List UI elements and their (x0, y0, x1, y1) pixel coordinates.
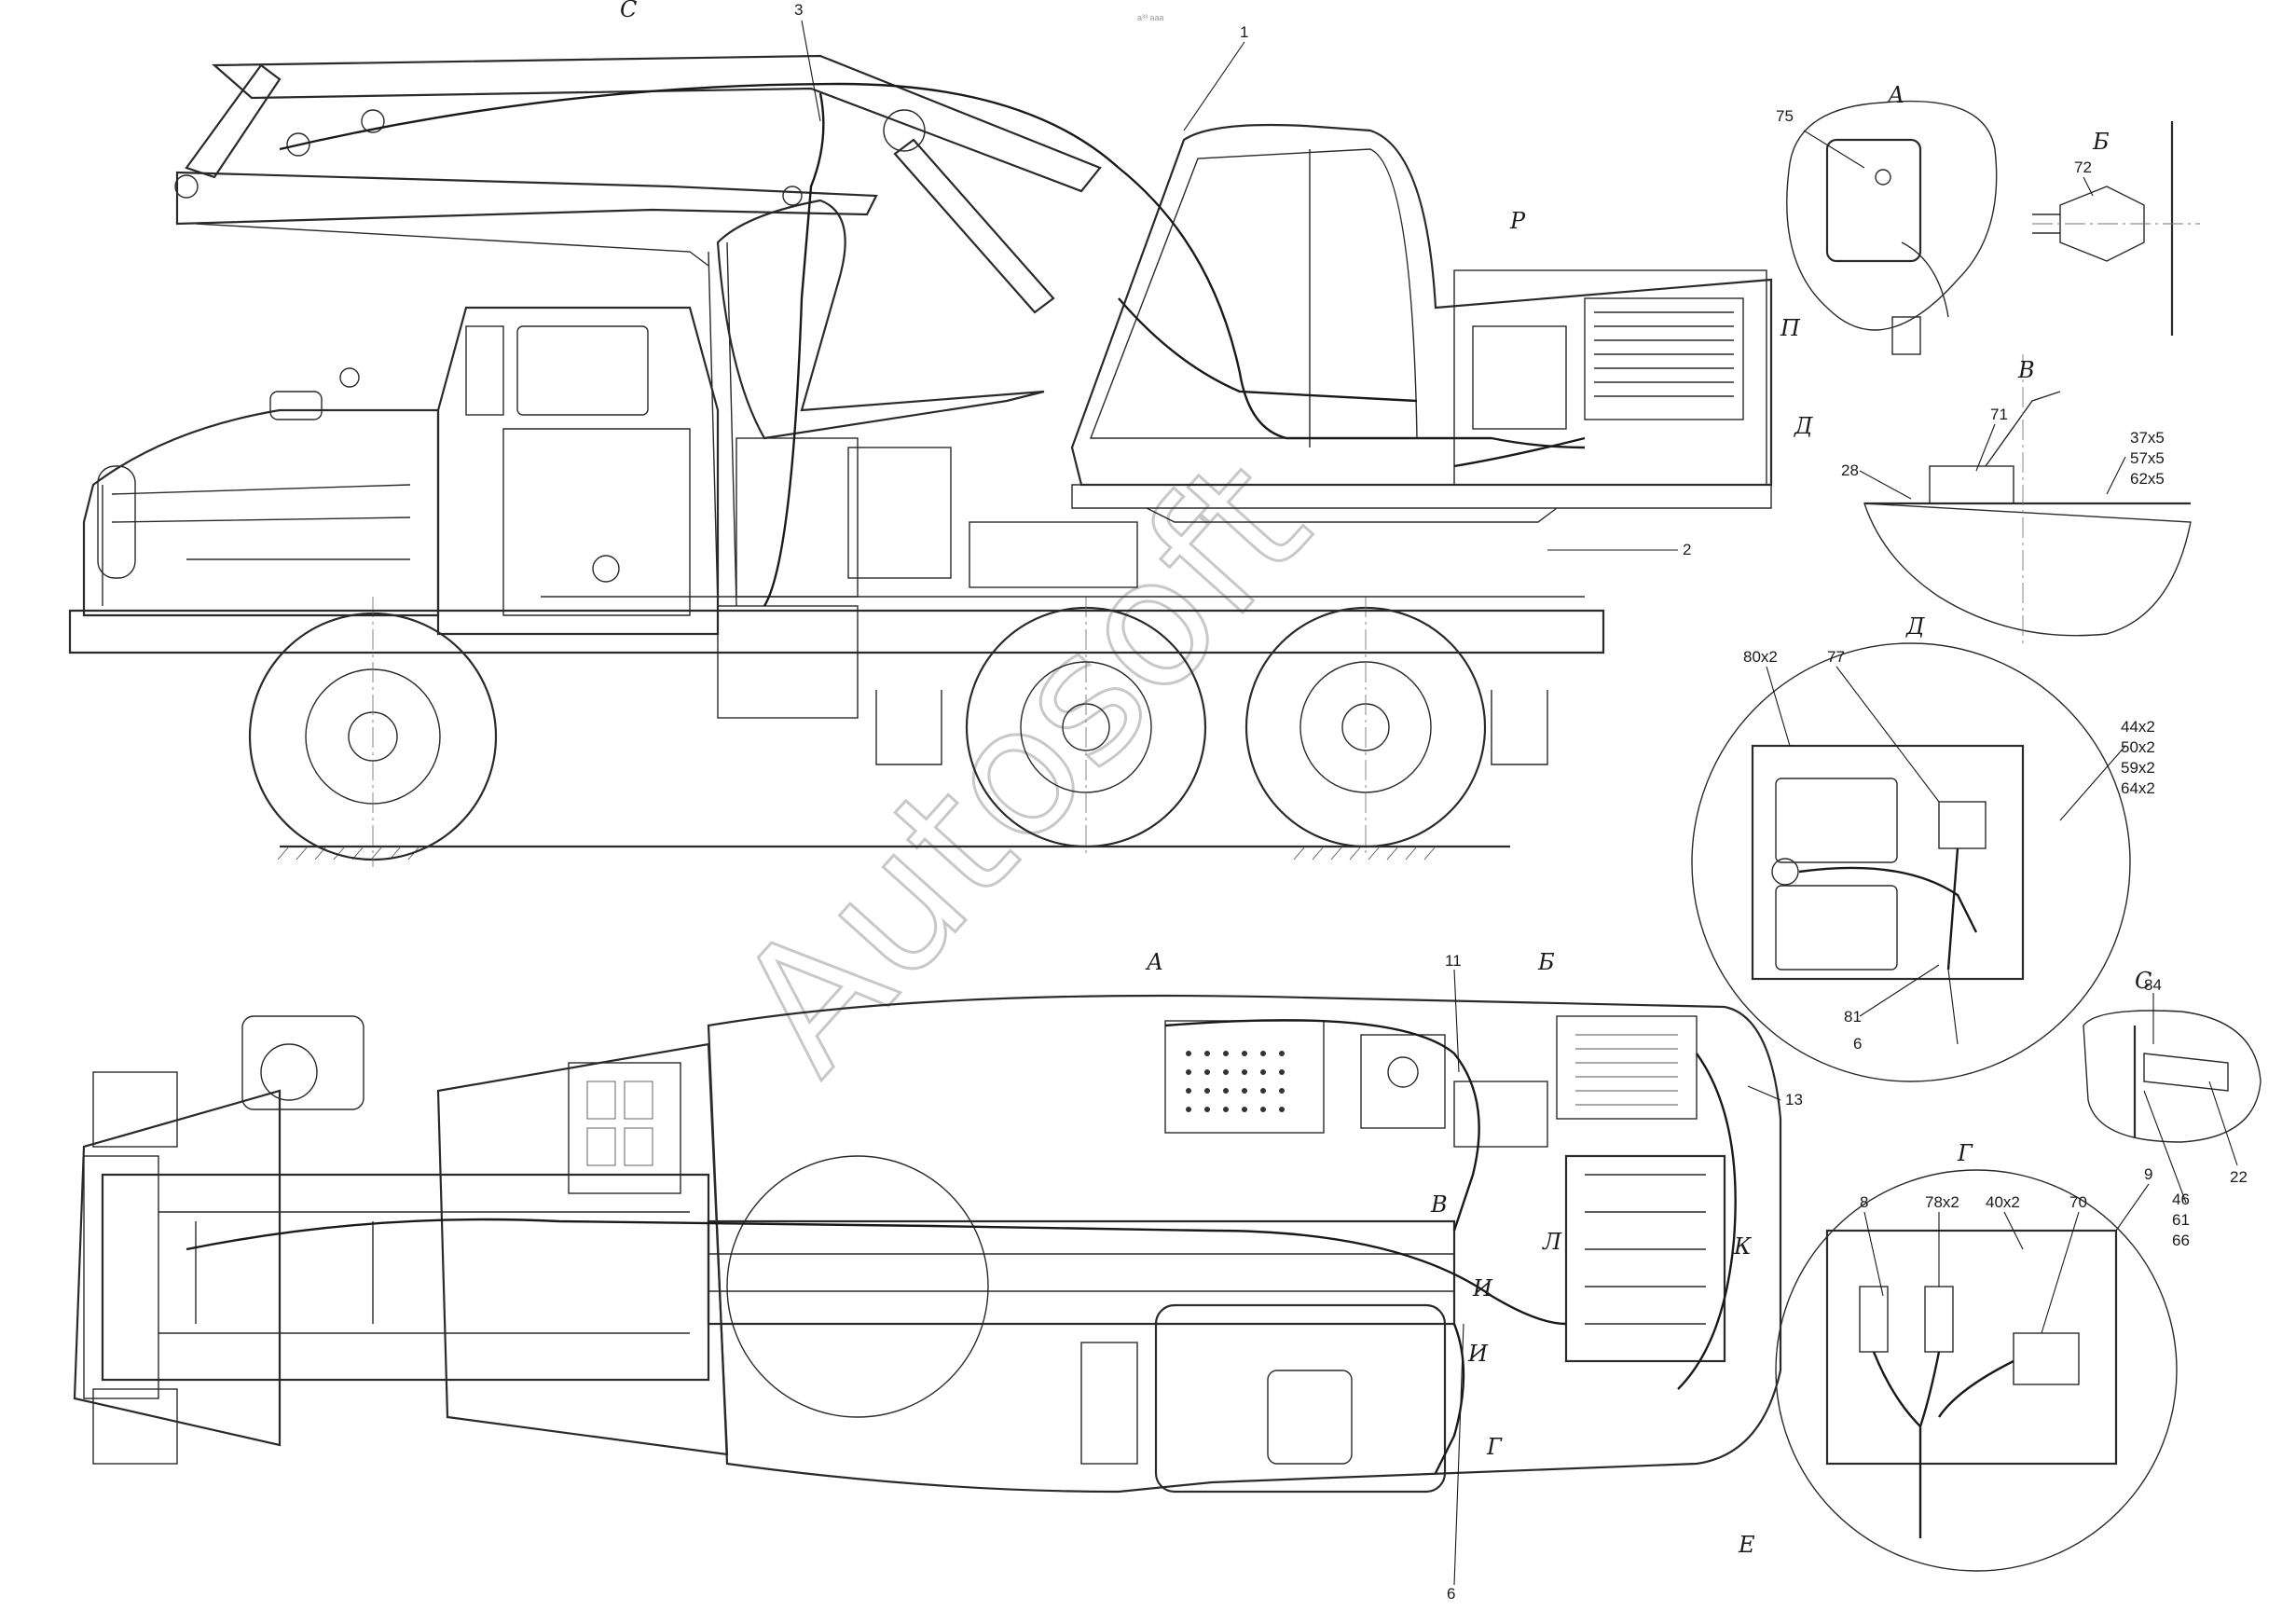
view-letter-V: В (2017, 357, 2035, 383)
detail-A (1786, 100, 1998, 355)
view-letter-K-plan: К (1733, 1233, 1753, 1260)
callout-11: 11 (1445, 952, 1462, 970)
view-letter-G: Г (1957, 1140, 1973, 1166)
superstructure (1070, 123, 1773, 523)
view-letter-S: С (2135, 968, 2152, 994)
callout-66: 66 (2172, 1232, 2190, 1249)
callout-13: 13 (1785, 1091, 1803, 1108)
callout-labels: 1 3 2 75 72 71 28 37х5 57х5 62х5 80х2 77… (794, 1, 2248, 1603)
callout-50x2: 50х2 (2121, 738, 2155, 756)
callout-75: 75 (1776, 107, 1794, 125)
callout-1: 1 (1240, 23, 1248, 41)
view-letter-V-plan: В (1430, 1191, 1448, 1218)
callout-84: 84 (2144, 976, 2162, 994)
callout-2: 2 (1683, 541, 1691, 558)
plan-grille-front (92, 1071, 178, 1465)
callout-78x2: 78х2 (1925, 1193, 1959, 1211)
view-letter-A: А (1886, 82, 1904, 108)
view-letter-I-plan-2: И (1467, 1341, 1489, 1367)
plan-engine (1564, 1154, 1726, 1363)
callout-6-plan: 6 (1447, 1585, 1455, 1603)
callout-59x2: 59х2 (2121, 759, 2155, 777)
callout-62x5: 62х5 (2130, 470, 2165, 488)
callout-46: 46 (2172, 1191, 2190, 1208)
view-letter-S-side: С (620, 0, 637, 22)
callout-28: 28 (1841, 461, 1859, 479)
truck-cab (82, 306, 720, 636)
wheels (248, 597, 1487, 867)
plan-superstructure-outline (707, 994, 1782, 1494)
view-letter-P: П (1780, 315, 1801, 341)
leaders (801, 20, 2238, 1586)
callout-40x2: 40х2 (1986, 1193, 2020, 1211)
callout-72: 72 (2074, 158, 2092, 176)
view-letter-G-plan: Г (1486, 1434, 1503, 1460)
callout-44x2: 44х2 (2121, 718, 2155, 736)
detail-S (2083, 1010, 2262, 1143)
detail-D (1691, 642, 2131, 1082)
callout-37x5: 37х5 (2130, 429, 2165, 447)
boom-and-arm (174, 54, 1102, 607)
view-letter-R: Р (1509, 208, 1526, 234)
view-letter-E-plan: Е (1738, 1532, 1755, 1558)
boom-harness (279, 82, 1586, 449)
view-letter-B-plan: Б (1537, 949, 1555, 975)
view-letter-L-plan: Л (1542, 1229, 1562, 1255)
callout-64x2: 64х2 (2121, 779, 2155, 797)
detail-V (1863, 354, 2192, 643)
detail-G (1775, 1169, 2178, 1572)
callout-81: 81 (1844, 1008, 1862, 1026)
plan-main-harness (186, 1218, 1567, 1326)
callout-80x2: 80х2 (1743, 648, 1778, 666)
view-letter-B: Б (2092, 129, 2110, 155)
callout-3: 3 (794, 1, 803, 19)
view-letter-D: Д (1905, 613, 1925, 640)
watermark: Autosoft (698, 421, 1347, 1109)
detail-B (2032, 121, 2200, 336)
view-letter-I-plan-1: И (1472, 1275, 1493, 1301)
callout-57x5: 57х5 (2130, 449, 2165, 467)
callout-9: 9 (2144, 1165, 2152, 1183)
callout-6-detail: 6 (1853, 1035, 1862, 1053)
plan-view (73, 994, 1782, 1494)
callout-71: 71 (1990, 406, 2008, 423)
view-letter-A-plan: А (1145, 949, 1163, 975)
callout-8: 8 (1860, 1193, 1868, 1211)
callout-77: 77 (1827, 648, 1845, 666)
header-note: а³³ ааа (1137, 13, 1164, 22)
callout-61: 61 (2172, 1211, 2190, 1229)
view-letters: А Б В Д С Г Р П Д С А Б В Л К И И Г Е (620, 0, 2152, 1558)
side-view (68, 54, 1773, 867)
view-letter-D-side: Д (1794, 413, 1813, 439)
callout-70: 70 (2069, 1193, 2087, 1211)
callout-22: 22 (2230, 1168, 2248, 1186)
